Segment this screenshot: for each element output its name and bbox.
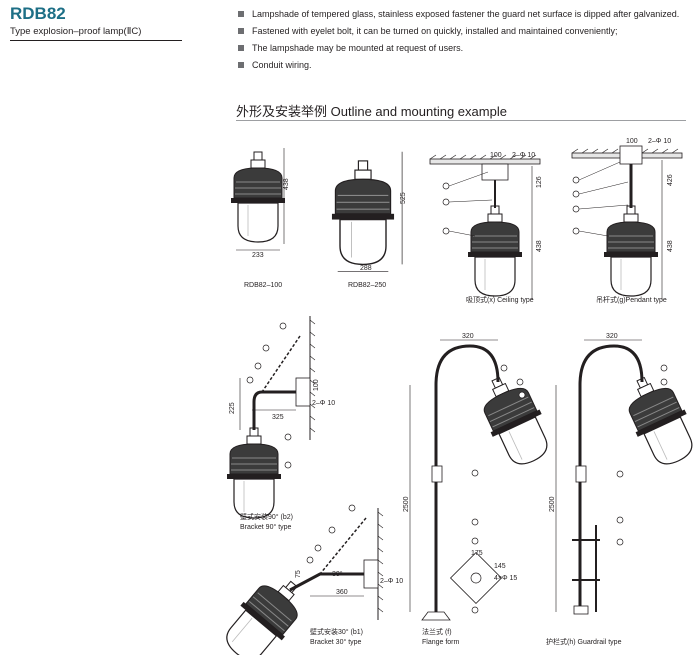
caption-rdb82-100: RDB82–100 (244, 282, 283, 289)
drawing-bracket-30 (214, 504, 384, 655)
drawing-rdb82-250 (331, 151, 403, 272)
dim-rdb82-250-width: 288 (360, 265, 372, 272)
dim-ceiling-bolt: 2–Φ 10 (512, 152, 536, 159)
bullet-icon (238, 45, 244, 51)
dim-rdb82-100-width: 233 (252, 252, 264, 259)
bullet-icon (238, 11, 244, 17)
dim-flange-holes: 4×Φ 15 (494, 575, 518, 582)
feature-text: The lampshade may be mounted at request … (252, 43, 464, 53)
section-divider (236, 120, 686, 121)
dim-rdb82-250-height: 525 (400, 192, 407, 204)
caption-flange-cn: 法兰式 (f) (422, 629, 452, 636)
dim-flange-320: 320 (462, 333, 474, 340)
caption-bracket30-en: Bracket 30° type (310, 639, 362, 646)
dim-flange-145: 145 (494, 563, 506, 570)
dim-pendant-top: 100 (626, 138, 638, 145)
drawing-bracket-90 (226, 316, 316, 519)
dim-bracket30-bolt: 2–Φ 10 (380, 578, 404, 585)
caption-ceiling: 吸顶式(x) Ceiling type (466, 297, 534, 304)
dim-bracket90-100: 100 (313, 379, 320, 391)
dim-pendant-bolt: 2–Φ 10 (648, 138, 672, 145)
dim-guardrail-320: 320 (606, 333, 618, 340)
drawing-flange (409, 339, 559, 621)
feature-item: Fastened with eyelet bolt, it can be tur… (236, 23, 686, 40)
dim-pendant-438: 438 (667, 240, 674, 252)
dim-ceiling-438: 438 (536, 240, 543, 252)
dim-bracket30-30: 30° (332, 571, 343, 578)
dim-flange-2500: 2500 (403, 496, 410, 512)
dim-ceiling-top: 100 (490, 152, 502, 159)
caption-bracket90-cn: 壁式安装90° (b2) (240, 514, 293, 521)
caption-pendant: 吊杆式(g)Pendant type (596, 297, 667, 304)
drawing-rdb82-100 (230, 148, 286, 251)
feature-item: The lampshade may be mounted at request … (236, 40, 686, 57)
caption-rdb82-250: RDB82–250 (348, 282, 387, 289)
caption-bracket90-en: Bracket 90° type (240, 524, 292, 531)
dim-guardrail-2500: 2500 (549, 496, 556, 512)
dim-rdb82-100-height: 438 (283, 178, 290, 190)
title-underline (10, 40, 182, 41)
section-heading: 外形及安装举例 Outline and mounting example (236, 104, 507, 119)
dim-bracket90-325: 325 (272, 414, 284, 421)
dim-pendant-426: 426 (667, 174, 674, 186)
drawing-pendant (571, 145, 683, 300)
product-type-label: Type explosion–proof lamp(ⅡC) (10, 26, 142, 37)
dim-bracket90-225: 225 (229, 402, 236, 414)
dim-bracket30-75: 75 (295, 570, 302, 578)
bullet-icon (238, 28, 244, 34)
feature-list: Lampshade of tempered glass, stainless e… (236, 6, 686, 74)
feature-item: Conduit wiring. (236, 57, 686, 74)
drawing-ceiling (429, 154, 541, 300)
dim-ceiling-126: 126 (536, 176, 543, 188)
dim-bracket90-bolt: 2–Φ 10 (312, 400, 336, 407)
drawing-guardrail (555, 339, 693, 615)
caption-flange-en: Flange form (422, 639, 460, 646)
feature-text: Fastened with eyelet bolt, it can be tur… (252, 26, 618, 36)
dim-bracket30-360: 360 (336, 589, 348, 596)
feature-text: Conduit wiring. (252, 60, 312, 70)
dim-flange-175: 175 (471, 550, 483, 557)
caption-bracket30-cn: 壁式安装30° (b1) (310, 629, 363, 636)
feature-text: Lampshade of tempered glass, stainless e… (252, 9, 680, 19)
product-model-title: RDB82 (10, 4, 66, 23)
bullet-icon (238, 62, 244, 68)
caption-guardrail: 护栏式(h) Guardrail type (546, 639, 622, 646)
feature-item: Lampshade of tempered glass, stainless e… (236, 6, 686, 23)
